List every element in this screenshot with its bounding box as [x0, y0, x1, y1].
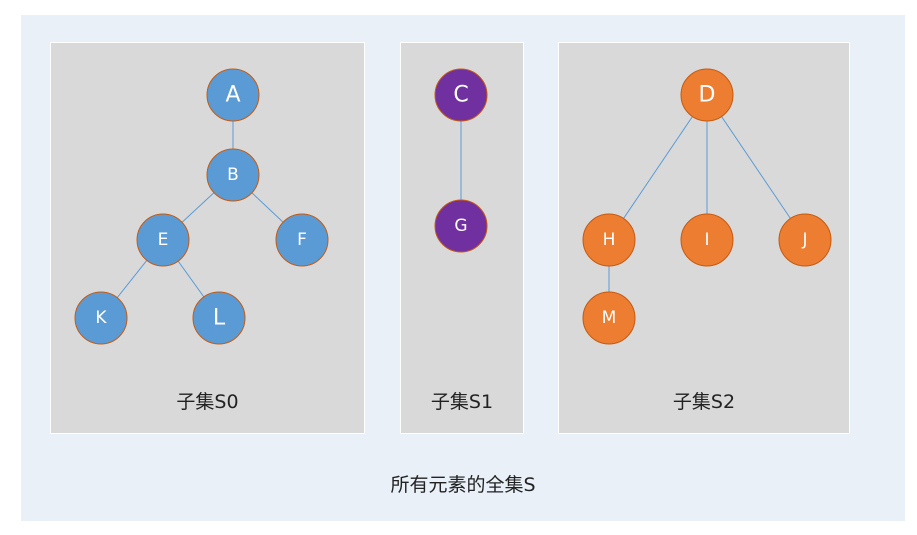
node-m: M — [582, 291, 636, 345]
node-label-g: G — [454, 216, 467, 236]
node-l: L — [192, 291, 246, 345]
node-g: G — [434, 199, 488, 253]
node-a: A — [206, 68, 260, 122]
node-circle-l — [192, 291, 246, 345]
node-circle-f — [275, 213, 329, 267]
edge-d-h — [608, 94, 708, 241]
node-circle-e — [136, 213, 190, 267]
node-label-b: B — [227, 165, 239, 185]
node-circle-g — [434, 199, 488, 253]
subset-label-s0: 子集S0 — [176, 391, 239, 413]
node-label-c: C — [453, 83, 468, 108]
subset-label-s2: 子集S2 — [672, 391, 736, 413]
node-label-d: D — [699, 83, 716, 108]
node-c: C — [434, 68, 488, 122]
subset-label-s1: 子集S1 — [430, 391, 494, 413]
node-label-j: J — [801, 230, 807, 250]
universe-label: 所有元素的全集S — [390, 474, 536, 496]
node-b: B — [206, 148, 260, 202]
node-e: E — [136, 213, 190, 267]
node-h: H — [582, 213, 636, 267]
node-label-a: A — [225, 83, 240, 108]
node-label-h: H — [603, 230, 616, 250]
node-circle-m — [582, 291, 636, 345]
node-i: I — [680, 213, 734, 267]
edge-d-j — [706, 94, 806, 241]
node-k: K — [74, 291, 128, 345]
node-circle-c — [434, 68, 488, 122]
node-circle-j — [778, 213, 832, 267]
node-j: J — [778, 213, 832, 267]
node-circle-k — [74, 291, 128, 345]
node-circle-d — [680, 68, 734, 122]
node-label-k: K — [95, 308, 107, 328]
node-circle-a — [206, 68, 260, 122]
node-label-e: E — [158, 230, 169, 250]
node-label-l: L — [213, 306, 226, 331]
node-circle-i — [680, 213, 734, 267]
node-label-i: I — [704, 230, 709, 250]
node-circle-b — [206, 148, 260, 202]
node-label-m: M — [602, 308, 617, 328]
node-f: F — [275, 213, 329, 267]
node-d: D — [680, 68, 734, 122]
node-label-f: F — [297, 230, 307, 250]
node-circle-h — [582, 213, 636, 267]
